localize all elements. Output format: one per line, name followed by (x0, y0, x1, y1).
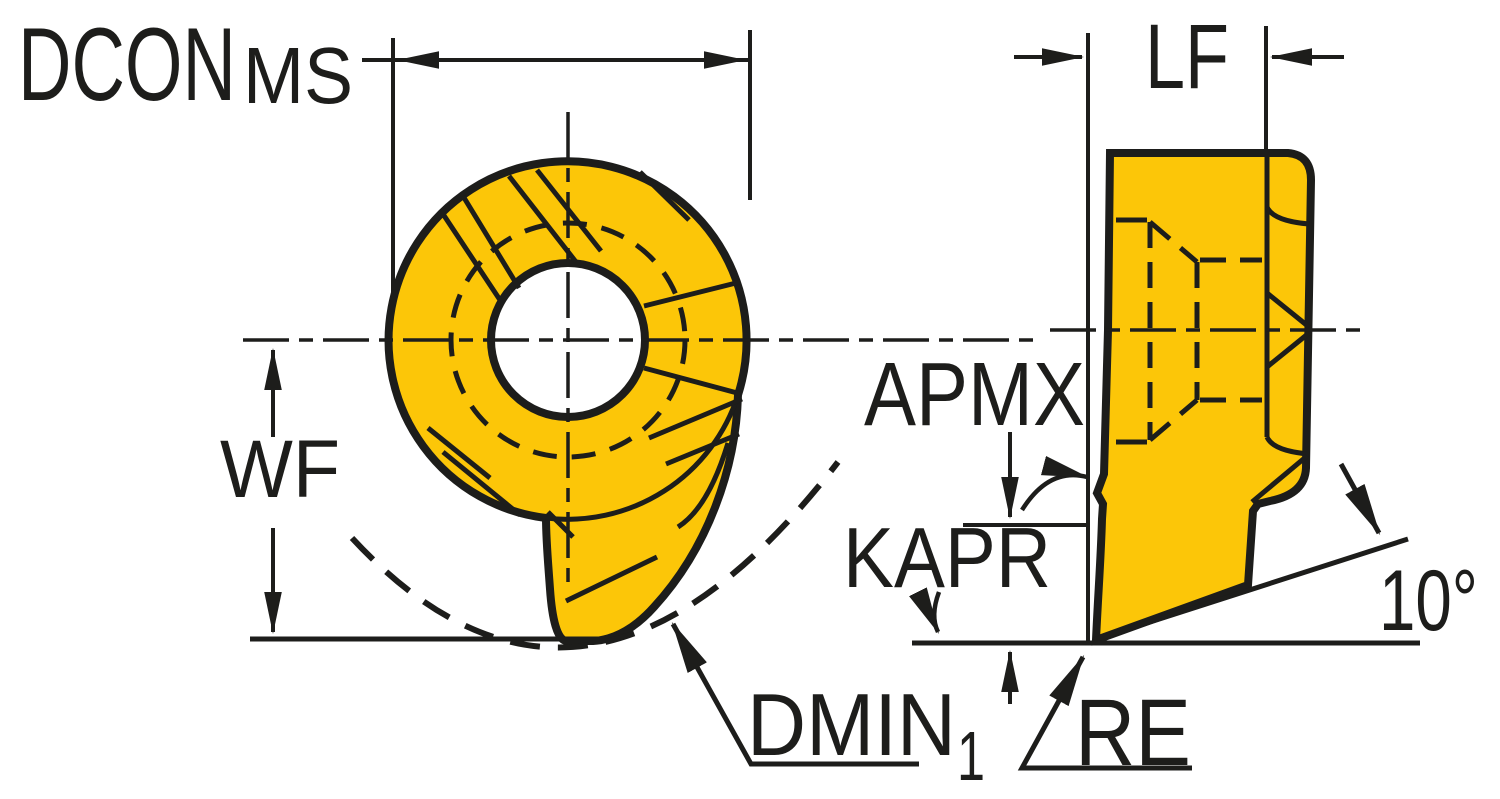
wf-label: WF (220, 424, 340, 515)
kapr-arrow-down (909, 587, 942, 635)
side-step-diagonal (1250, 454, 1309, 504)
angle-label: 10° (1379, 553, 1478, 649)
front-circle-lower-arc (545, 394, 741, 522)
hole-countersink-top (1148, 220, 1199, 264)
side-hole-hidden-lines (1147, 220, 1262, 442)
chord-lower-right-2 (665, 431, 740, 467)
ten-degree-line (1093, 536, 1409, 643)
side-chamfer-top-curve (1264, 205, 1310, 227)
dmin-leader (670, 621, 919, 767)
side-wedge-lower (1265, 331, 1311, 369)
dmin-label: DMIN (747, 675, 956, 774)
side-insert-body (1091, 149, 1316, 646)
tail-inner-curve (676, 442, 731, 530)
side-view (1050, 149, 1360, 646)
front-centerlines (243, 112, 1040, 588)
hole-countersink-bottom (1148, 398, 1199, 442)
dcon-label: DCON (18, 7, 236, 123)
neck-curve (546, 510, 575, 539)
chord-right-upper (643, 279, 741, 309)
side-chamfer-bottom-curve (1264, 435, 1310, 457)
kapr-angle-arrow (1020, 455, 1090, 512)
side-wedge-upper (1265, 291, 1311, 329)
apmx-label: APMX (864, 345, 1085, 445)
lf-label: LF (1145, 6, 1229, 108)
drawing-root: DCON MS LF WF APMX KAPR DMIN 1 RE 10° (18, 6, 1478, 795)
chord-top-right (638, 170, 691, 222)
dcon-subscript-label: MS (243, 31, 353, 120)
front-view (243, 112, 1040, 645)
chord-lower-left-2 (441, 450, 522, 517)
tail-diagonal-line (564, 554, 659, 604)
chord-upper-left-1 (438, 209, 503, 302)
side-internal-lines (1116, 153, 1311, 504)
ten-degree-arrow (1338, 462, 1382, 536)
re-leader (1017, 654, 1192, 771)
labels: DCON MS LF WF APMX KAPR DMIN 1 RE 10° (18, 6, 1478, 795)
chord-lower-right-1 (648, 396, 743, 441)
chord-top-1 (507, 174, 578, 264)
dimension-annotations (250, 26, 1420, 771)
chord-upper-left-2 (460, 194, 522, 290)
kapr-label: KAPR (843, 511, 1051, 606)
chord-lower-left-1 (426, 426, 492, 480)
chord-right-lower (643, 365, 742, 397)
dmin-dashed-arc (349, 460, 841, 651)
re-label: RE (1075, 680, 1191, 786)
dmin-subscript-label: 1 (957, 717, 985, 795)
